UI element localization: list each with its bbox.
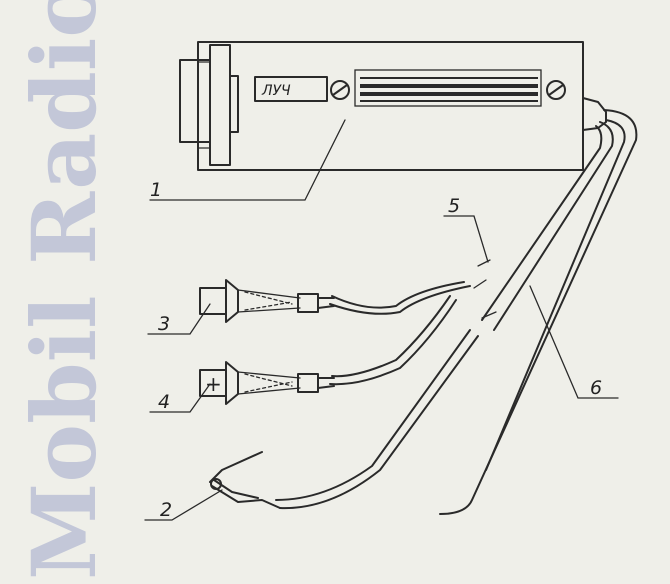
- end-cap: [179, 59, 211, 143]
- callout-6: 6: [529, 285, 619, 399]
- end-cap-lip: [229, 75, 239, 133]
- callout-1: 1: [149, 119, 346, 201]
- callout-label-4: 4: [158, 391, 170, 413]
- screw-left: [330, 80, 350, 100]
- plus-marking: +: [205, 372, 222, 396]
- plug-3: [199, 279, 335, 323]
- screw-right: [546, 80, 566, 100]
- callout-label-3: 3: [158, 313, 170, 335]
- callout-label-2: 2: [160, 499, 172, 521]
- callout-4: 4: [149, 383, 211, 413]
- callout-label-6: 6: [590, 377, 602, 399]
- cable-bundle: [275, 109, 638, 515]
- device-body: ЛУЧ: [179, 41, 607, 171]
- callout-label-5: 5: [448, 195, 460, 217]
- callout-5: 5: [443, 195, 489, 263]
- label-plate: [254, 76, 328, 102]
- callout-label-1: 1: [150, 179, 162, 201]
- plug-4: +: [199, 361, 335, 405]
- end-cap-inner: [209, 44, 231, 166]
- label-plate-text: ЛУЧ: [261, 83, 291, 99]
- housing-outline: [197, 41, 584, 171]
- sensor-clip: [209, 451, 281, 509]
- indicator-slot: [354, 69, 542, 107]
- watermark-text: Mobil Radio: [12, 0, 116, 580]
- callout-2: 2: [144, 489, 223, 521]
- cable-boot: [582, 97, 607, 131]
- callout-3: 3: [147, 303, 211, 335]
